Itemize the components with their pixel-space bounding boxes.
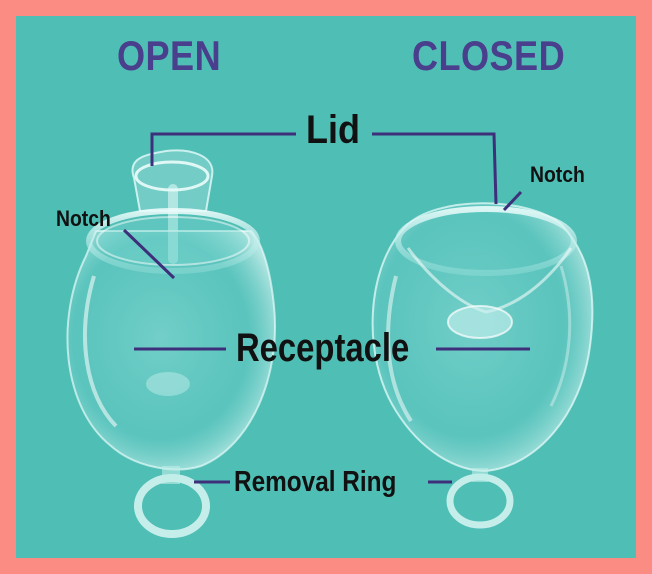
notch-left-leader (122, 228, 176, 280)
diagram-panel: OPEN CLOSED Lid Notch Notch Receptacle R… (16, 16, 636, 558)
closed-lid-shape (447, 305, 513, 339)
closed-device (371, 202, 594, 529)
notch-right-leader (502, 190, 523, 212)
receptacle-label: Receptacle (236, 326, 410, 370)
closed-removal-ring-shape (446, 473, 514, 529)
open-removal-ring-shape (134, 474, 210, 538)
leader-lines (122, 132, 530, 484)
removal-ring-label: Removal Ring (234, 466, 397, 498)
open-title: OPEN (117, 32, 222, 79)
lid-leader-left (150, 132, 296, 166)
device-illustration (66, 132, 594, 538)
closed-title: CLOSED (412, 32, 566, 79)
notch-label-right: Notch (530, 162, 585, 187)
lid-label: Lid (306, 108, 360, 152)
notch-label-left: Notch (56, 206, 111, 231)
lid-leader-right (372, 132, 498, 205)
